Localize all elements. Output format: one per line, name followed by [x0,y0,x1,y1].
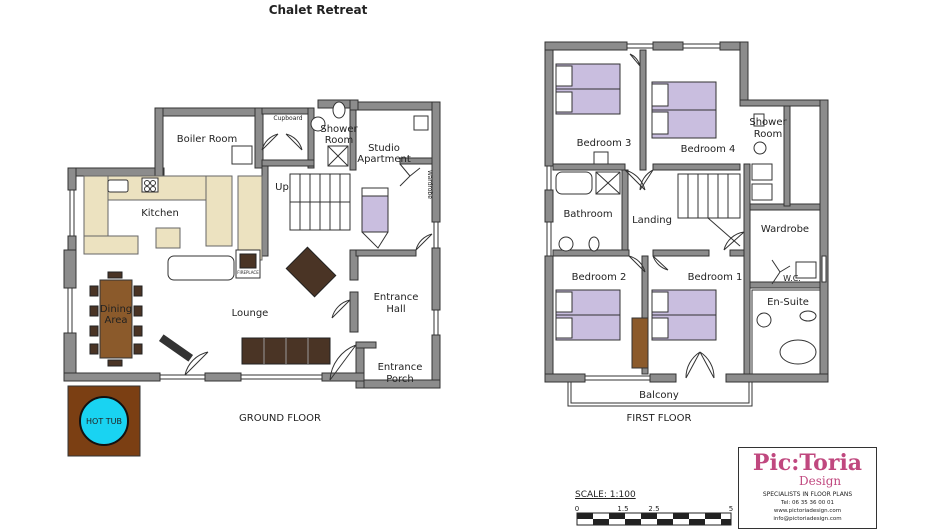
label-gf-wardrobe: Wardrobe [426,170,433,199]
logo-sub: Design [799,474,842,488]
scale-tick-1: 1.5 [617,505,628,513]
logo-tagline: SPECIALISTS IN FLOOR PLANS [762,491,853,498]
label-kitchen: Kitchen [141,208,179,219]
logo-tel: Tel: 06 35 36 00 01 [781,500,834,506]
scale-tick-2: 2.5 [648,505,659,513]
label-ff-wardrobe: Wardrobe [761,224,809,235]
label-bedroom-2: Bedroom 2 [572,272,627,283]
logo-brand: Pic:Toria [752,450,863,476]
label-bedroom-1: Bedroom 1 [688,272,743,283]
scale-bar: 0 1.5 2.5 5 [575,505,733,526]
label-bedroom-4: Bedroom 4 [681,144,736,155]
label-wc: W.C. [783,274,801,283]
plan-title: Chalet Retreat [269,3,368,17]
label-first-floor: FIRST FLOOR [627,413,692,424]
label-bedroom-3: Bedroom 3 [577,138,632,149]
scale-tick-3: 5 [729,505,733,513]
label-balcony: Balcony [639,390,679,401]
label-boiler-room: Boiler Room [177,134,237,145]
label-up: Up [275,182,289,193]
label-bathroom: Bathroom [563,209,612,220]
label-fireplace: FIREPLACE [237,270,259,275]
label-cupboard: Cupboard [273,115,302,122]
label-ground-floor: GROUND FLOOR [239,413,321,424]
label-hot-tub: HOT TUB [86,417,122,426]
logo-email: info@pictoriadesign.com [773,516,842,522]
scale-tick-0: 0 [575,505,579,513]
logo-web: www.pictoriadesign.com [773,508,842,514]
pictoria-logo: Pic:Toria Design SPECIALISTS IN FLOOR PL… [738,447,877,529]
scale-label: SCALE: 1:100 [575,490,636,500]
label-landing: Landing [632,215,672,226]
label-lounge: Lounge [232,308,269,319]
label-en-suite: En-Suite [767,297,809,308]
